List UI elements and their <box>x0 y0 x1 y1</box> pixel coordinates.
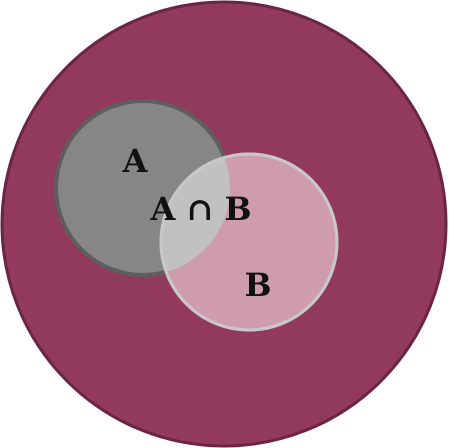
intersection-region <box>161 154 230 275</box>
set-b-label: B <box>244 266 271 304</box>
set-b-outline <box>159 152 339 332</box>
intersection-label: A ∩ B <box>150 190 252 228</box>
set-a-label: A <box>122 142 149 180</box>
